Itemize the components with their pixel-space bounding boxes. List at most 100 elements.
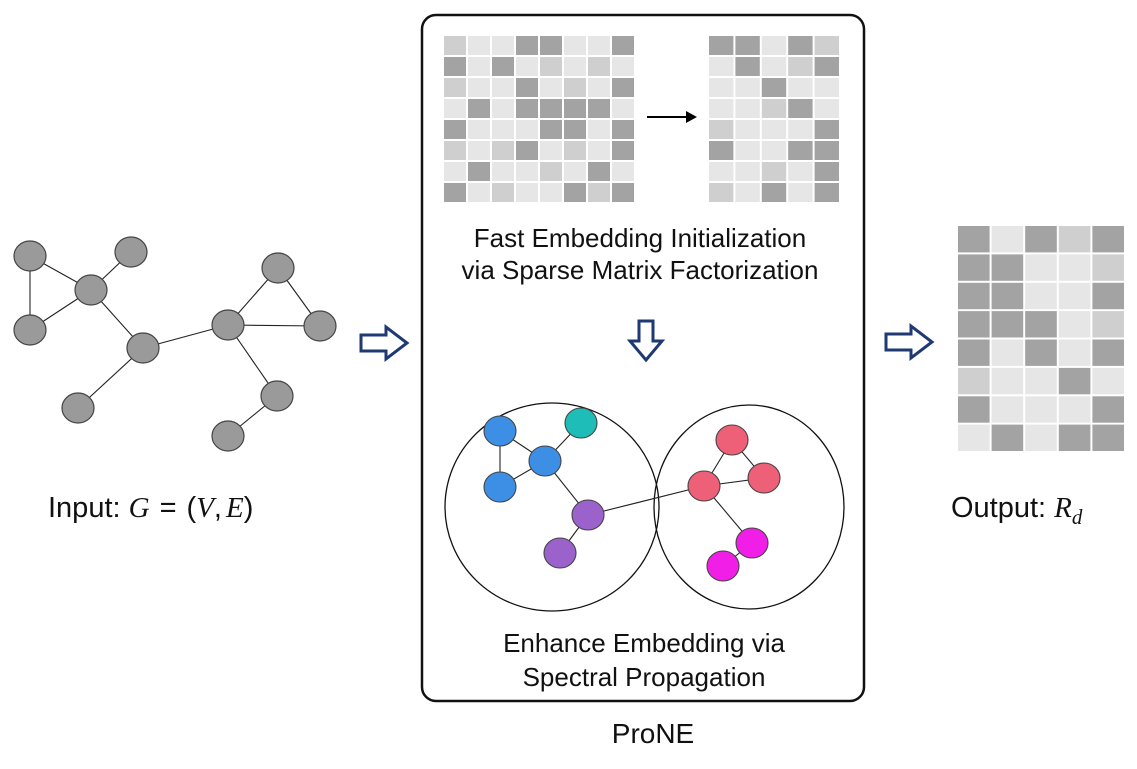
- matrix-cell: [1092, 311, 1124, 338]
- matrix-cell: [958, 396, 990, 423]
- matrix-cell: [516, 183, 538, 202]
- matrix-cell: [1058, 226, 1091, 253]
- step2-line2: Spectral Propagation: [523, 662, 766, 692]
- matrix-cell: [492, 36, 514, 55]
- step1-line2: via Sparse Matrix Factorization: [462, 255, 819, 285]
- matrix-cell: [540, 36, 562, 55]
- matrix-cell: [958, 282, 990, 310]
- sparse-matrix: [444, 36, 634, 202]
- matrix-cell: [1025, 339, 1057, 366]
- matrix-cell: [1092, 396, 1124, 423]
- matrix-cell: [1092, 226, 1124, 253]
- graph-node: [528, 445, 562, 477]
- matrix-cell: [991, 339, 1024, 366]
- matrix-cell: [612, 57, 634, 76]
- matrix-cell: [761, 141, 787, 160]
- matrix-cell: [564, 120, 586, 139]
- matrix-cell: [444, 99, 466, 118]
- matrix-cell: [1025, 226, 1057, 253]
- matrix-cell: [468, 57, 490, 76]
- matrix-cell: [468, 78, 490, 97]
- matrix-cell: [814, 183, 839, 202]
- graph-node: [13, 314, 47, 346]
- graph-node: [747, 462, 781, 494]
- down-arrow-icon: [626, 319, 666, 363]
- matrix-cell: [540, 57, 562, 76]
- matrix-cell: [564, 57, 586, 76]
- matrix-cell: [540, 120, 562, 139]
- matrix-cell: [516, 162, 538, 181]
- graph-node: [303, 310, 337, 342]
- matrix-cell: [540, 183, 562, 202]
- matrix-cell: [1058, 311, 1091, 338]
- matrix-cell: [991, 396, 1024, 423]
- matrix-cell: [588, 99, 610, 118]
- matrix-cell: [468, 183, 490, 202]
- graph-node: [61, 392, 95, 424]
- matrix-cell: [588, 120, 610, 139]
- matrix-cell: [444, 141, 466, 160]
- matrix-cell: [958, 424, 990, 451]
- graph-node: [260, 380, 294, 412]
- matrix-cell: [788, 120, 813, 139]
- matrix-cell: [761, 57, 787, 76]
- community-ellipse-right: [653, 404, 845, 610]
- matrix-cell: [958, 254, 990, 281]
- matrix-cell: [492, 57, 514, 76]
- matrix-cell: [612, 78, 634, 97]
- matrix-cell: [612, 141, 634, 160]
- matrix-cell: [468, 141, 490, 160]
- matrix-cell: [814, 36, 839, 55]
- matrix-cell: [1025, 282, 1057, 310]
- matrix-cell: [814, 78, 839, 97]
- matrix-cell: [564, 78, 586, 97]
- matrix-cell: [814, 57, 839, 76]
- matrix-cell: [540, 78, 562, 97]
- matrix-cell: [564, 36, 586, 55]
- graph-node: [564, 407, 598, 439]
- matrix-cell: [492, 99, 514, 118]
- matrix-cell: [735, 120, 760, 139]
- matrix-cell: [1092, 254, 1124, 281]
- matrix-cell: [991, 254, 1024, 281]
- matrix-cell: [1058, 339, 1091, 366]
- matrix-cell: [1025, 254, 1057, 281]
- matrix-cell: [709, 78, 734, 97]
- right-arrow-icon: [884, 322, 935, 362]
- matrix-cell: [588, 57, 610, 76]
- matrix-cell: [991, 282, 1024, 310]
- matrix-cell: [540, 141, 562, 160]
- matrix-cell: [1092, 282, 1124, 310]
- matrix-cell: [540, 162, 562, 181]
- matrix-cell: [588, 36, 610, 55]
- matrix-cell: [1092, 339, 1124, 366]
- graph-node: [571, 499, 605, 531]
- matrix-cell: [444, 120, 466, 139]
- matrix-cell: [761, 36, 787, 55]
- output-label: Output: Rd: [951, 492, 1083, 529]
- matrix-cell: [1058, 254, 1091, 281]
- graph-node: [114, 236, 148, 268]
- matrix-cell: [612, 183, 634, 202]
- graph-node: [261, 252, 295, 284]
- matrix-cell: [1025, 367, 1057, 395]
- matrix-cell: [444, 162, 466, 181]
- graph-node: [706, 550, 740, 582]
- prone-title: ProNE: [612, 718, 694, 749]
- matrix-cell: [612, 162, 634, 181]
- matrix-cell: [444, 183, 466, 202]
- matrix-cell: [516, 57, 538, 76]
- factorization-arrow-icon: [647, 111, 697, 123]
- matrix-cell: [588, 162, 610, 181]
- matrix-cell: [588, 78, 610, 97]
- matrix-cell: [761, 120, 787, 139]
- matrix-cell: [444, 78, 466, 97]
- community-ellipse-left: [444, 402, 660, 612]
- matrix-cell: [1058, 396, 1091, 423]
- matrix-cell: [958, 339, 990, 366]
- graph-node: [13, 240, 47, 272]
- matrix-cell: [991, 226, 1024, 253]
- right-arrow-icon: [359, 323, 410, 363]
- matrix-cell: [588, 141, 610, 160]
